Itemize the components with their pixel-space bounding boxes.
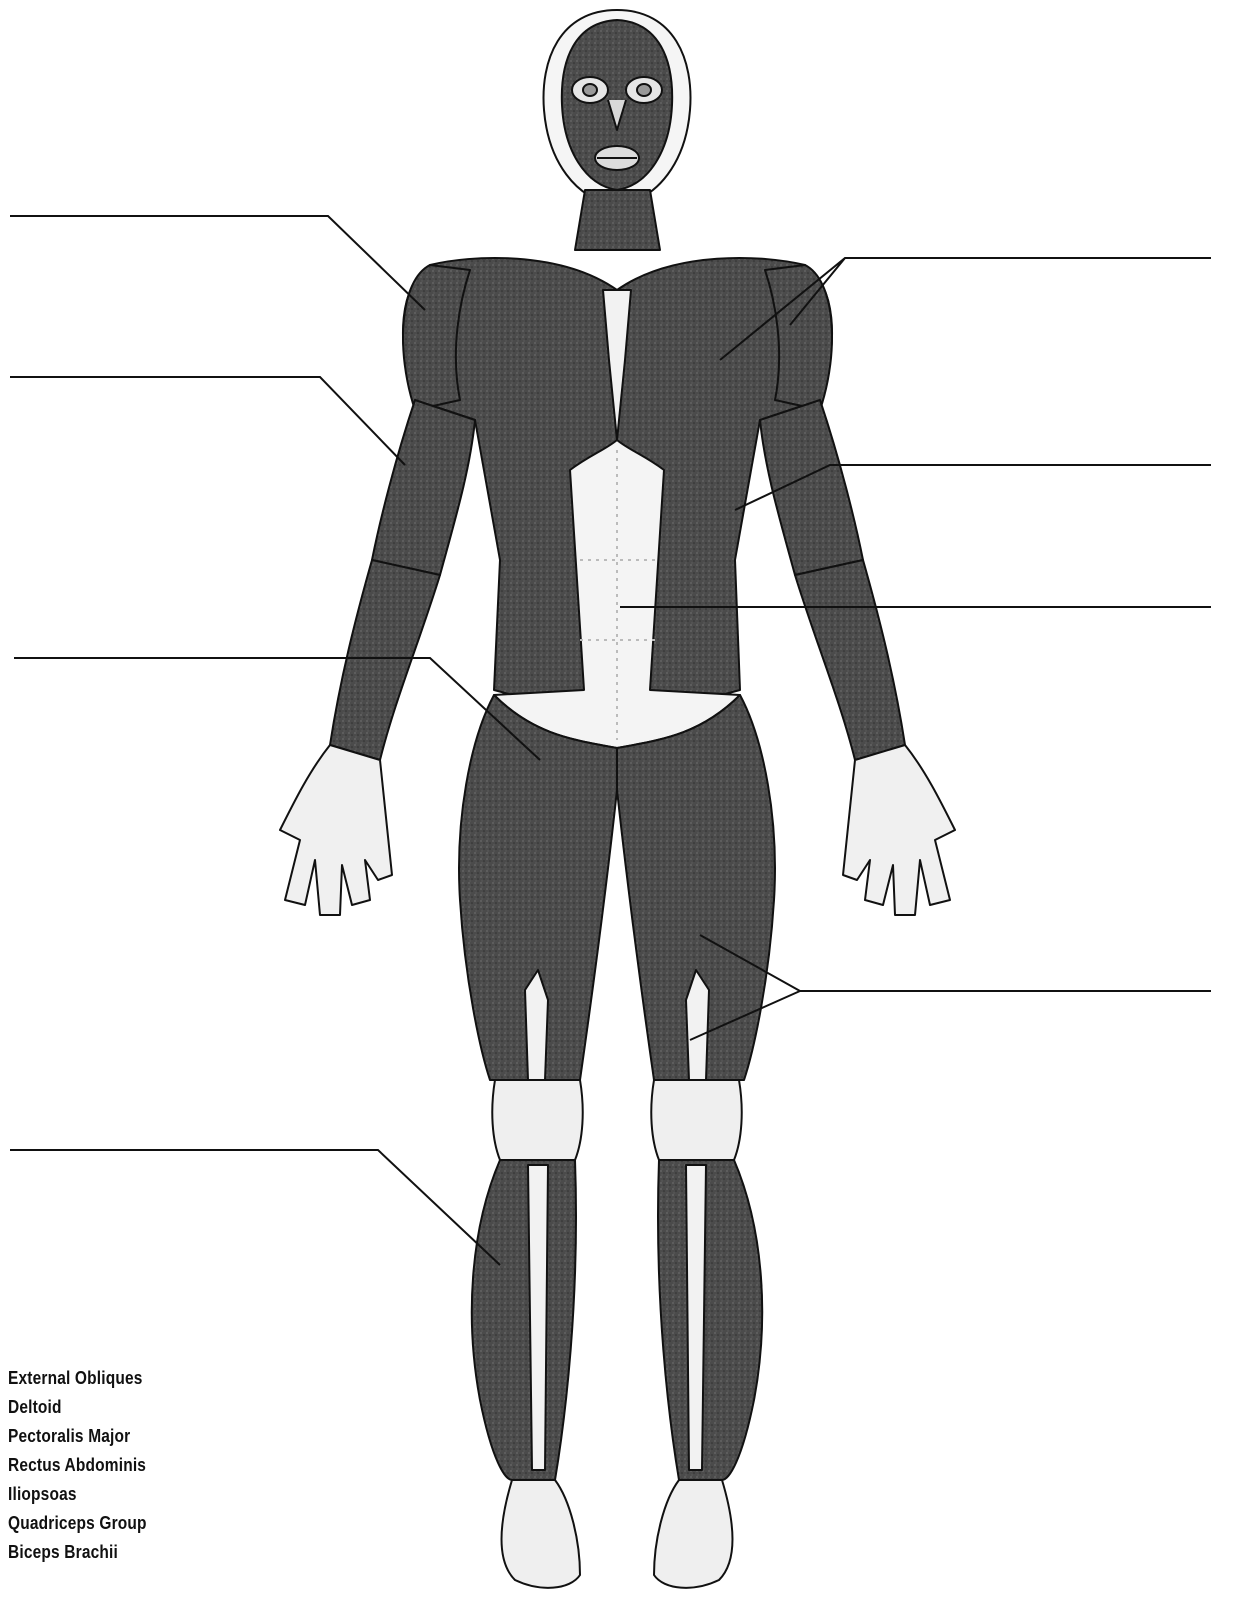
- right-foot: [654, 1480, 733, 1588]
- word-bank: External Obliques Deltoid Pectoralis Maj…: [8, 1364, 147, 1567]
- right-patella-tendon: [686, 970, 709, 1080]
- head: [544, 10, 691, 205]
- right-hand: [843, 745, 955, 915]
- left-lower-leg: [472, 1160, 576, 1480]
- word-bank-item: External Obliques: [8, 1364, 147, 1393]
- word-bank-item: Rectus Abdominis: [8, 1451, 147, 1480]
- leader-line-left-1: [10, 216, 425, 310]
- neck: [575, 190, 660, 250]
- word-bank-item: Iliopsoas: [8, 1480, 147, 1509]
- left-hand: [280, 745, 392, 915]
- word-bank-item: Pectoralis Major: [8, 1422, 147, 1451]
- left-upper-arm: [372, 400, 475, 575]
- left-forearm: [330, 560, 440, 760]
- right-lower-leg: [658, 1160, 762, 1480]
- left-knee: [492, 1080, 582, 1160]
- word-bank-item: Biceps Brachii: [8, 1538, 147, 1567]
- left-foot: [501, 1480, 580, 1588]
- left-shin-bone: [528, 1165, 548, 1470]
- leader-line-left-3: [14, 658, 540, 760]
- right-forearm: [795, 560, 905, 760]
- right-shin-bone: [686, 1165, 706, 1470]
- human-figure: [280, 10, 955, 1588]
- right-knee: [651, 1080, 741, 1160]
- word-bank-item: Quadriceps Group: [8, 1509, 147, 1538]
- leader-line-left-4: [10, 1150, 500, 1265]
- leader-line-left-2: [10, 377, 405, 465]
- word-bank-item: Deltoid: [8, 1393, 147, 1422]
- right-upper-arm: [760, 400, 863, 575]
- left-patella-tendon: [525, 970, 548, 1080]
